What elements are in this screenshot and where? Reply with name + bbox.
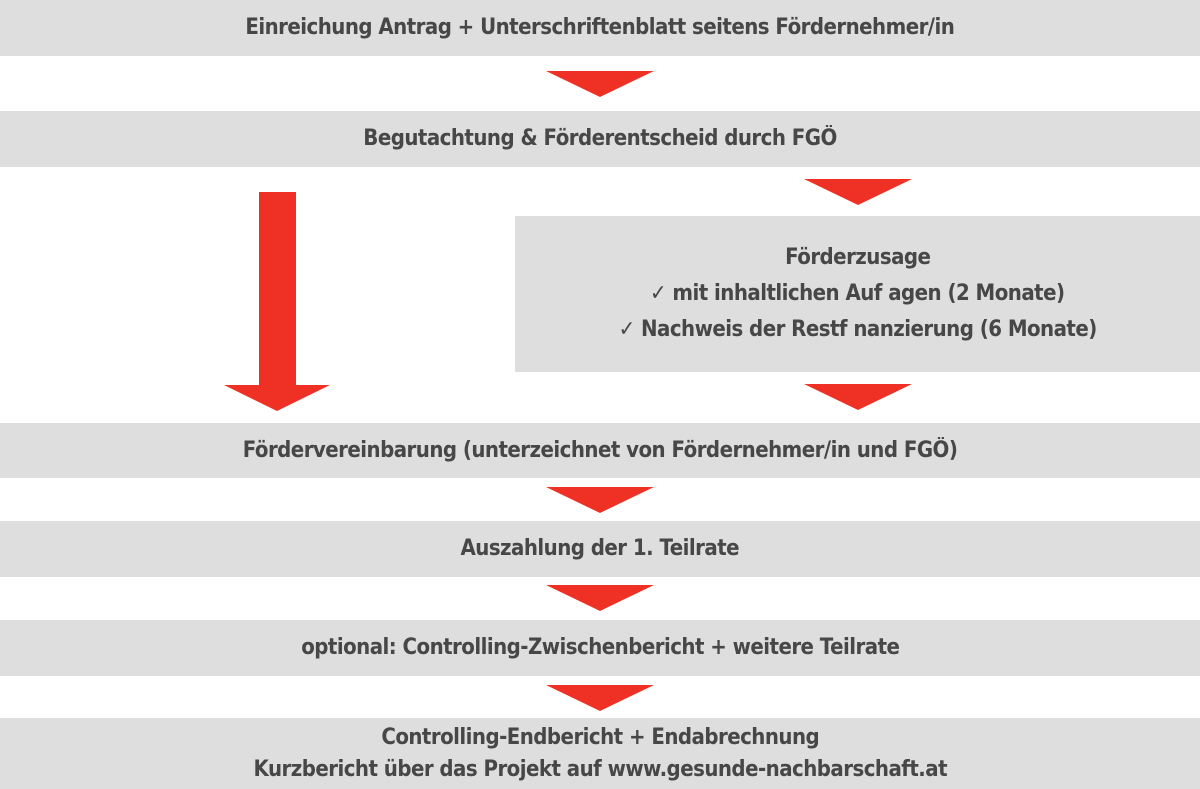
long-arrow-shaft (259, 192, 296, 386)
step-endbericht: Controlling-Endbericht + Endabrechnung K… (0, 718, 1200, 789)
step-zwischenbericht: optional: Controlling-Zwischenbericht + … (0, 620, 1200, 676)
step-label: Kurzbericht über das Projekt auf www.ges… (253, 756, 947, 782)
zusage-item: ✓ Nachweis der Restf nanzierung (6 Monat… (618, 317, 1097, 342)
step-label: optional: Controlling-Zwischenbericht + … (300, 635, 900, 660)
arrow-down-icon (546, 487, 654, 513)
arrow-down-icon (546, 585, 654, 611)
long-arrow-down-icon (224, 385, 330, 411)
step-begutachtung: Begutachtung & Förderentscheid durch FGÖ (0, 111, 1200, 167)
step-foerdervereinbarung: Fördervereinbarung (unterzeichnet von Fö… (0, 423, 1200, 478)
step-einreichung: Einreichung Antrag + Unterschriftenblatt… (0, 0, 1200, 56)
step-label: Auszahlung der 1. Teilrate (460, 536, 740, 561)
zusage-item: ✓ mit inhaltlichen Auf agen (2 Monate) (650, 281, 1065, 306)
arrow-down-icon (804, 179, 912, 205)
step-auszahlung: Auszahlung der 1. Teilrate (0, 521, 1200, 577)
arrow-down-icon (804, 384, 912, 410)
step-label: Begutachtung & Förderentscheid durch FGÖ (363, 126, 837, 151)
step-label: Fördervereinbarung (unterzeichnet von Fö… (242, 437, 958, 463)
step-label: Einreichung Antrag + Unterschriftenblatt… (245, 15, 955, 40)
arrow-down-icon (546, 71, 654, 97)
step-foerderzusage: Förderzusage ✓ mit inhaltlichen Auf agen… (515, 216, 1200, 372)
arrow-down-icon (546, 685, 654, 711)
step-label: Controlling-Endbericht + Endabrechnung (381, 724, 819, 750)
zusage-title: Förderzusage (784, 245, 931, 270)
